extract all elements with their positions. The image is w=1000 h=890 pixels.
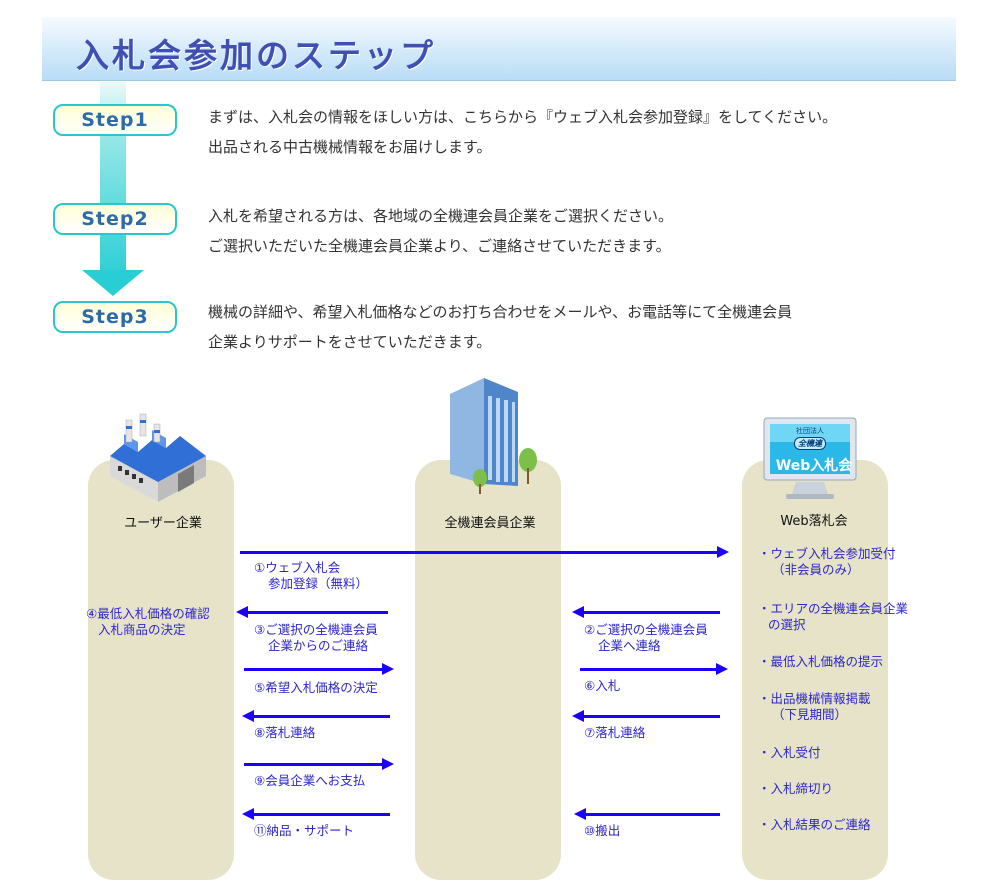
flow-label-1-line1: ①ウェブ入札会 bbox=[254, 560, 341, 575]
service-item-5-line1: ・入札受付 bbox=[758, 745, 821, 760]
service-item-5: ・入札受付 bbox=[758, 745, 821, 761]
flow-arrow-8 bbox=[242, 710, 390, 722]
step3-description: 機械の詳細や、希望入札価格などのお打ち合わせをメールや、お電話等にて全機連会員 … bbox=[208, 297, 948, 357]
flow-label-2-line1: ②ご選択の全機連会員 bbox=[584, 622, 708, 637]
flow-label-2: ②ご選択の全機連会員 企業へ連絡 bbox=[584, 622, 708, 654]
step1-description: まずは、入札会の情報をほしい方は、こちらから『ウェブ入札会参加登録』をしてくださ… bbox=[208, 102, 948, 162]
flow-label-2-line2: 企業へ連絡 bbox=[598, 638, 661, 653]
service-item-1-line2: （非会員のみ） bbox=[772, 562, 860, 577]
step2-description: 入札を希望される方は、各地域の全機連会員企業をご選択ください。 ご選択いただいた… bbox=[208, 201, 948, 261]
step2-line1: 入札を希望される方は、各地域の全機連会員企業をご選択ください。 bbox=[208, 207, 674, 225]
flow-arrow-9 bbox=[244, 758, 394, 770]
web-auction-label: Web落札会 bbox=[780, 514, 848, 529]
user-company-label: ユーザー企業 bbox=[124, 516, 202, 531]
step1-badge: Step1 bbox=[53, 104, 177, 136]
flow-label-1-line2: 参加登録（無料） bbox=[268, 576, 369, 591]
service-item-7: ・入札結果のご連絡 bbox=[758, 817, 871, 833]
service-item-4-line2: （下見期間） bbox=[772, 707, 848, 722]
factory-icon bbox=[110, 413, 206, 502]
section-header: 入札会参加のステップ bbox=[42, 17, 956, 81]
service-item-7-line1: ・入札結果のご連絡 bbox=[758, 817, 871, 832]
step3-line2: 企業よりサポートをさせていただきます。 bbox=[208, 333, 492, 351]
flow-label-7: ⑦落札連絡 bbox=[584, 725, 646, 740]
service-item-4: ・出品機械情報掲載 （下見期間） bbox=[758, 691, 871, 723]
page-title: 入札会参加のステップ bbox=[76, 36, 436, 75]
flow-label-4: ④最低入札価格の確認 入札商品の決定 bbox=[86, 606, 210, 638]
flow-label-10: ⑩搬出 bbox=[584, 823, 621, 838]
step1-line1: まずは、入札会の情報をほしい方は、こちらから『ウェブ入札会参加登録』をしてくださ… bbox=[208, 108, 838, 126]
flow-arrow-1 bbox=[240, 546, 729, 558]
flow-arrow-11 bbox=[242, 808, 390, 820]
service-item-2-line2: の選択 bbox=[768, 617, 806, 632]
monitor-screen-title: Web入札会 bbox=[775, 458, 853, 474]
service-item-4-line1: ・出品機械情報掲載 bbox=[758, 691, 871, 706]
step3-badge: Step3 bbox=[53, 301, 177, 333]
flow-arrow-2 bbox=[572, 606, 720, 618]
office-building-icon bbox=[450, 378, 537, 494]
flow-label-6: ⑥入札 bbox=[584, 678, 621, 693]
flow-label-11: ⑪納品・サポート bbox=[254, 823, 355, 838]
step3-line1: 機械の詳細や、希望入札価格などのお打ち合わせをメールや、お電話等にて全機連会員 bbox=[208, 303, 793, 321]
user-company-column bbox=[88, 460, 234, 880]
step-arrow-down-icon bbox=[82, 270, 144, 296]
flow-label-3-line2: 企業からのご連絡 bbox=[268, 638, 369, 653]
service-item-1: ・ウェブ入札会参加受付 （非会員のみ） bbox=[758, 546, 896, 578]
flow-label-3-line1: ③ご選択の全機連会員 bbox=[254, 622, 378, 637]
flow-arrow-7 bbox=[572, 710, 720, 722]
flow-arrow-3 bbox=[236, 606, 388, 618]
step2-line2: ご選択いただいた全機連会員企業より、ご連絡させていただきます。 bbox=[208, 237, 671, 255]
service-item-3-line1: ・最低入札価格の提示 bbox=[758, 654, 884, 669]
member-company-label: 全機連会員企業 bbox=[444, 516, 536, 531]
flow-label-9: ⑨会員企業へお支払 bbox=[254, 773, 366, 788]
service-item-6: ・入札締切り bbox=[758, 781, 833, 797]
flow-label-4-line1: ④最低入札価格の確認 bbox=[86, 606, 210, 621]
flow-arrow-6 bbox=[580, 663, 728, 675]
monitor-badge: 全機連 bbox=[794, 437, 826, 450]
flow-arrow-10 bbox=[574, 808, 720, 820]
service-item-2-line1: ・エリアの全機連会員企業 bbox=[758, 601, 909, 616]
flow-label-3: ③ご選択の全機連会員 企業からのご連絡 bbox=[254, 622, 378, 654]
service-item-1-line1: ・ウェブ入札会参加受付 bbox=[758, 546, 896, 561]
flow-label-8: ⑧落札連絡 bbox=[254, 725, 316, 740]
flow-label-1: ①ウェブ入札会 参加登録（無料） bbox=[254, 560, 368, 592]
service-item-3: ・最低入札価格の提示 bbox=[758, 654, 883, 670]
web-auction-column bbox=[742, 460, 888, 880]
monitor-small-text: 社団法人 bbox=[796, 427, 824, 435]
flow-label-5: ⑤希望入札価格の決定 bbox=[254, 680, 378, 695]
step1-line2: 出品される中古機械情報をお届けします。 bbox=[208, 138, 492, 156]
member-company-column bbox=[415, 460, 561, 880]
step2-badge: Step2 bbox=[53, 203, 177, 235]
flow-label-4-line2: 入札商品の決定 bbox=[98, 622, 186, 637]
flow-arrow-5 bbox=[244, 663, 394, 675]
service-item-2: ・エリアの全機連会員企業 の選択 bbox=[758, 601, 908, 633]
service-item-6-line1: ・入札締切り bbox=[758, 781, 834, 796]
